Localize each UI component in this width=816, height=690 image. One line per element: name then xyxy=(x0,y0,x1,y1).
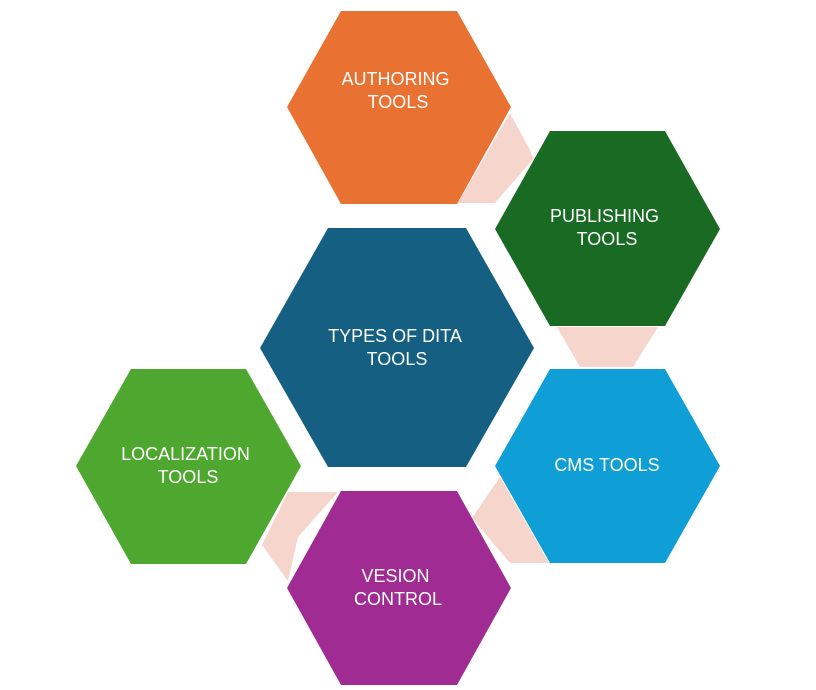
hex-authoring-shape xyxy=(287,11,511,204)
hex-types-of-dita-tools: TYPES OF DITA TOOLS xyxy=(260,228,534,467)
hex-publishing-line1: PUBLISHING xyxy=(550,206,659,226)
hex-publishing-line2: TOOLS xyxy=(577,229,638,249)
connector-publishing-cms xyxy=(557,327,658,367)
hex-authoring-line2: TOOLS xyxy=(368,92,429,112)
hex-publishing-shape xyxy=(495,131,720,326)
hex-cms-tools: CMS TOOLS xyxy=(495,369,720,563)
hex-publishing-tools: PUBLISHING TOOLS xyxy=(495,131,720,326)
hex-localization-tools: LOCALIZATION TOOLS xyxy=(76,369,301,564)
hex-authoring-tools: AUTHORING TOOLS xyxy=(287,11,511,204)
hex-localization-line1: LOCALIZATION xyxy=(121,444,250,464)
hex-localization-line2: TOOLS xyxy=(158,467,219,487)
hex-publishing-label: PUBLISHING TOOLS xyxy=(550,206,664,249)
connector-cms-version xyxy=(472,477,549,563)
hex-authoring-label: AUTHORING TOOLS xyxy=(341,69,454,112)
hex-version-shape xyxy=(287,491,511,685)
hex-localization-shape xyxy=(76,369,301,564)
hex-version-label: VESION CONTROL xyxy=(354,566,442,609)
hex-localization-label: LOCALIZATION TOOLS xyxy=(121,444,255,487)
hex-center-shape xyxy=(260,228,534,467)
hex-version-control: VESION CONTROL xyxy=(287,491,511,685)
hex-cms-line1: CMS TOOLS xyxy=(554,455,659,475)
hex-center-line1: TYPES OF DITA xyxy=(328,326,462,346)
hex-cms-label: CMS TOOLS xyxy=(554,455,659,475)
hex-center-label: TYPES OF DITA TOOLS xyxy=(328,326,466,369)
connector-localization-version xyxy=(262,492,338,581)
hex-authoring-line1: AUTHORING xyxy=(341,69,449,89)
hex-center-line2: TOOLS xyxy=(367,349,428,369)
connector-authoring-publishing xyxy=(458,113,534,203)
hex-version-line1: VESION xyxy=(361,566,429,586)
hex-version-line2: CONTROL xyxy=(354,589,442,609)
hex-cms-shape xyxy=(495,369,720,563)
